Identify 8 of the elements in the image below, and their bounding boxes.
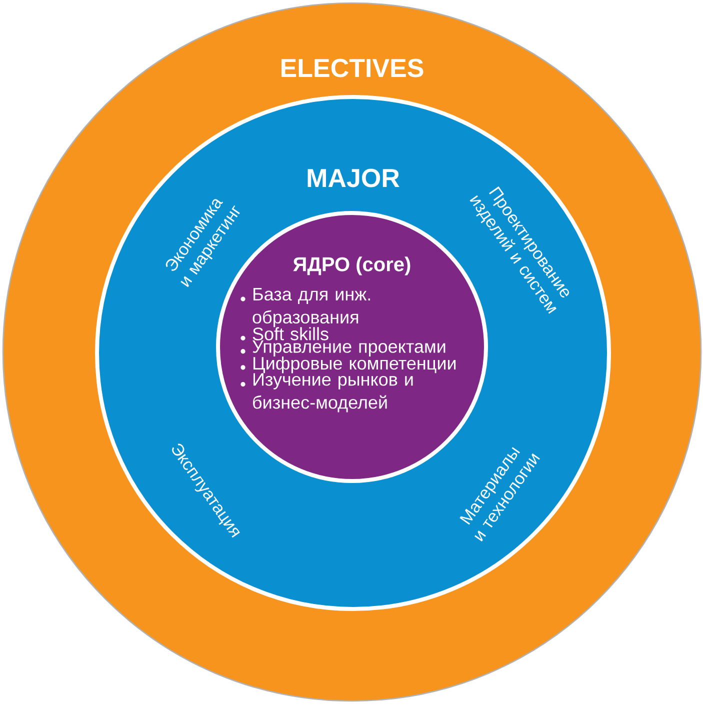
bullet-item: Soft skills xyxy=(240,327,328,340)
core-title: ЯДРО (core) xyxy=(293,256,410,276)
bullet-item: Цифровые компетенции xyxy=(240,356,456,374)
ring-title: ELECTIVES xyxy=(282,58,424,78)
bullet-item: Изучение рынков и бизнес-моделей xyxy=(240,373,413,412)
bullet-item: База для инж. образования xyxy=(240,288,370,328)
ring-title: MAJOR xyxy=(308,168,400,188)
bullet-item: Управление проектами xyxy=(240,340,446,356)
